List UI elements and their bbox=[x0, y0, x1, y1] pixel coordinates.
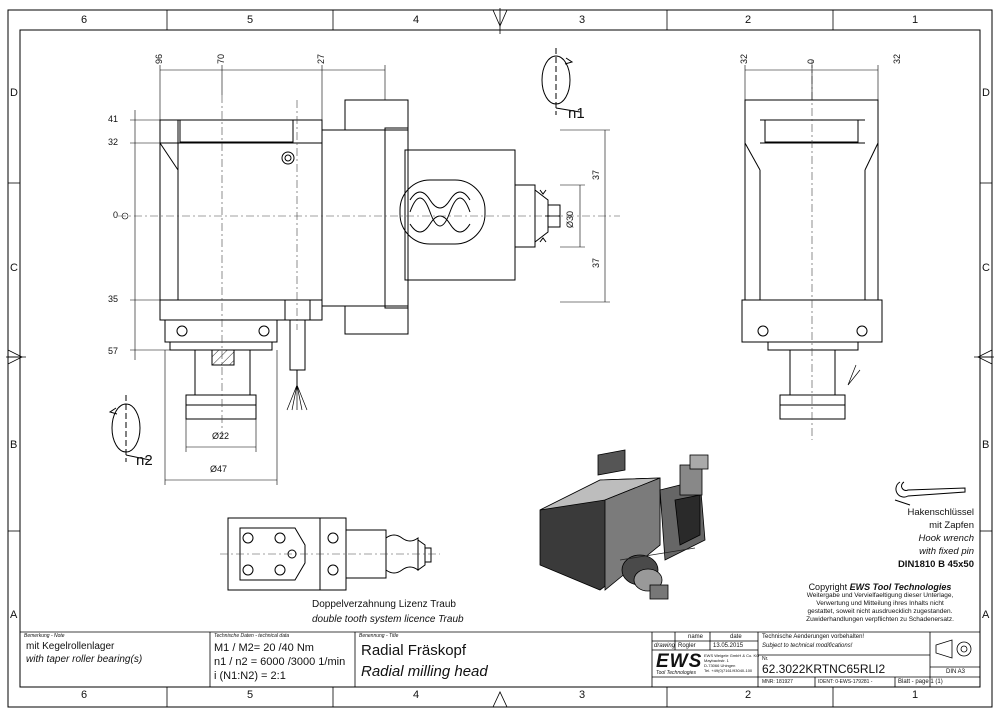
dim-57: 57 bbox=[108, 346, 119, 356]
dim-27: 27 bbox=[316, 53, 326, 64]
col-date: date bbox=[730, 634, 742, 640]
ews-logo-sub: Tool Technologies bbox=[656, 670, 696, 676]
zone-col-1-top: 1 bbox=[912, 14, 919, 26]
label-n2: n2 bbox=[136, 452, 153, 469]
dim-70: 70 bbox=[216, 53, 226, 64]
dim-32: 32 bbox=[108, 137, 119, 147]
wrench-note-line3: Hook wrench bbox=[918, 533, 974, 544]
title-block-lines bbox=[20, 631, 980, 687]
zone-col-4-top: 4 bbox=[413, 14, 420, 26]
origin-mark bbox=[121, 212, 129, 220]
dim-side-32-right: 32 bbox=[892, 53, 902, 64]
label-n1: n1 bbox=[568, 105, 585, 122]
col-name: name bbox=[688, 634, 704, 640]
zone-col-2-top: 2 bbox=[745, 14, 752, 26]
side-dimension-lines bbox=[744, 65, 879, 100]
name-label: Benennung - Title bbox=[359, 633, 399, 639]
zone-row-a-left: A bbox=[10, 609, 18, 621]
wrench-note-line2: mit Zapfen bbox=[929, 520, 974, 531]
zone-row-b-right: B bbox=[982, 439, 990, 451]
title-de: Radial Fräskopf bbox=[361, 642, 467, 659]
ident: IDENT: 0-EWS-179281 - bbox=[818, 679, 873, 685]
copyright-notice: Copyright EWS Tool Technologies Weiterga… bbox=[790, 583, 970, 624]
note-label: Bemerkung - Note bbox=[24, 633, 65, 639]
drawn-date: 13.05.2015 bbox=[713, 643, 744, 649]
zone-col-1-bottom: 1 bbox=[912, 689, 919, 701]
copyright-prefix: Copyright bbox=[808, 582, 850, 592]
front-dimension-lines bbox=[130, 65, 610, 485]
zone-row-d-left: D bbox=[10, 87, 18, 99]
drawn-by: Rogler bbox=[678, 643, 696, 649]
dim-35: 35 bbox=[108, 294, 119, 304]
dim-96: 96 bbox=[154, 53, 164, 64]
projection-symbol bbox=[935, 639, 972, 659]
company-line4: Tel. +49(0)7161/93040-100 bbox=[704, 668, 753, 673]
wrench-note-line4: with fixed pin bbox=[919, 546, 974, 557]
copyright-line3: gestattet, soweit nicht ausdruecklich zu… bbox=[807, 608, 953, 615]
note-en: with taper roller bearing(s) bbox=[26, 654, 143, 665]
zone-row-c-right: C bbox=[982, 262, 990, 274]
tech-label: Technische Daten - technical data bbox=[214, 633, 290, 639]
rotation-symbol-n1 bbox=[541, 48, 581, 115]
mnr: MNR: 181927 bbox=[762, 679, 793, 685]
caption-licence-de: Doppelverzahnung Lizenz Traub bbox=[312, 599, 456, 610]
company-line1: EWS Weigele GmbH & Co. KG bbox=[704, 653, 760, 658]
dim-side-32-left: 32 bbox=[739, 53, 749, 64]
dim-dia-47: Ø47 bbox=[210, 464, 228, 474]
copyright-company: EWS Tool Technologies bbox=[849, 582, 952, 592]
tech-speed: n1 / n2 = 6000 /3000 1/min bbox=[214, 656, 346, 668]
dim-side-0: 0 bbox=[806, 58, 816, 64]
change-de: Technische Aenderungen vorbehalten! bbox=[762, 634, 865, 640]
company-address: EWS Weigele GmbH & Co. KG Maybachstr. 1 … bbox=[704, 653, 759, 673]
copyright-line4: Zuwiderhandlungen verpflichten zu Schade… bbox=[806, 616, 954, 623]
dim-37-lower: 37 bbox=[591, 257, 601, 268]
wrench-note: Hakenschlüssel mit Zapfen Hook wrench wi… bbox=[886, 506, 974, 571]
zone-row-d-right: D bbox=[982, 87, 990, 99]
front-centerlines bbox=[118, 95, 620, 440]
note-de: mit Kegelrollenlager bbox=[26, 641, 115, 652]
dim-41: 41 bbox=[108, 114, 119, 124]
company-line2: Maybachstr. 1 bbox=[704, 658, 729, 663]
nr-label: Nr. bbox=[762, 656, 769, 662]
sheet-number: Blatt - page 1 (1) bbox=[898, 679, 943, 685]
title-en: Radial milling head bbox=[361, 663, 488, 680]
zone-col-3-bottom: 3 bbox=[579, 689, 586, 701]
wrench-note-line5: DIN1810 B 45x50 bbox=[897, 559, 974, 570]
part-number: 62.3022KRTNC65RLI2 bbox=[762, 662, 886, 676]
isometric-view bbox=[539, 449, 709, 600]
rotation-symbol-n2 bbox=[108, 395, 151, 462]
zone-col-5-top: 5 bbox=[247, 14, 254, 26]
zone-col-2-bottom: 2 bbox=[745, 689, 752, 701]
dim-0: 0 bbox=[113, 210, 119, 220]
zone-col-4-bottom: 4 bbox=[413, 689, 420, 701]
ews-logo: EWS bbox=[656, 651, 703, 672]
zone-col-5-bottom: 5 bbox=[247, 689, 254, 701]
tech-torque: M1 / M2= 20 /40 Nm bbox=[214, 642, 314, 654]
row-drawing: drawing bbox=[654, 643, 676, 649]
zone-col-6-bottom: 6 bbox=[81, 689, 88, 701]
zone-row-c-left: C bbox=[10, 262, 18, 274]
hook-wrench-icon bbox=[894, 481, 966, 506]
zone-row-a-right: A bbox=[982, 609, 990, 621]
tech-ratio: i (N1:N2) = 2:1 bbox=[214, 670, 286, 682]
copyright-line1: Weitergabe und Vervielfaeltigung dieser … bbox=[806, 592, 954, 599]
zone-col-3-top: 3 bbox=[579, 14, 586, 26]
paper-format: DIN A3 bbox=[946, 669, 966, 675]
change-en: Subject to technical modifications! bbox=[762, 643, 853, 649]
front-view bbox=[159, 99, 561, 420]
dim-37-upper: 37 bbox=[591, 169, 601, 180]
company-line3: D-73066 Uhingen bbox=[704, 663, 736, 668]
zone-col-6-top: 6 bbox=[81, 14, 88, 26]
centering-marks bbox=[6, 8, 994, 708]
zone-row-b-left: B bbox=[10, 439, 18, 451]
caption-licence-en: double tooth system licence Traub bbox=[312, 614, 464, 625]
dim-dia-30: Ø30 bbox=[565, 210, 575, 228]
copyright-line2: Verwertung und Mitteilung ihres Inhalts … bbox=[816, 600, 944, 607]
wrench-note-line1: Hakenschlüssel bbox=[907, 507, 974, 518]
dim-dia-22: Ø22 bbox=[212, 431, 230, 441]
